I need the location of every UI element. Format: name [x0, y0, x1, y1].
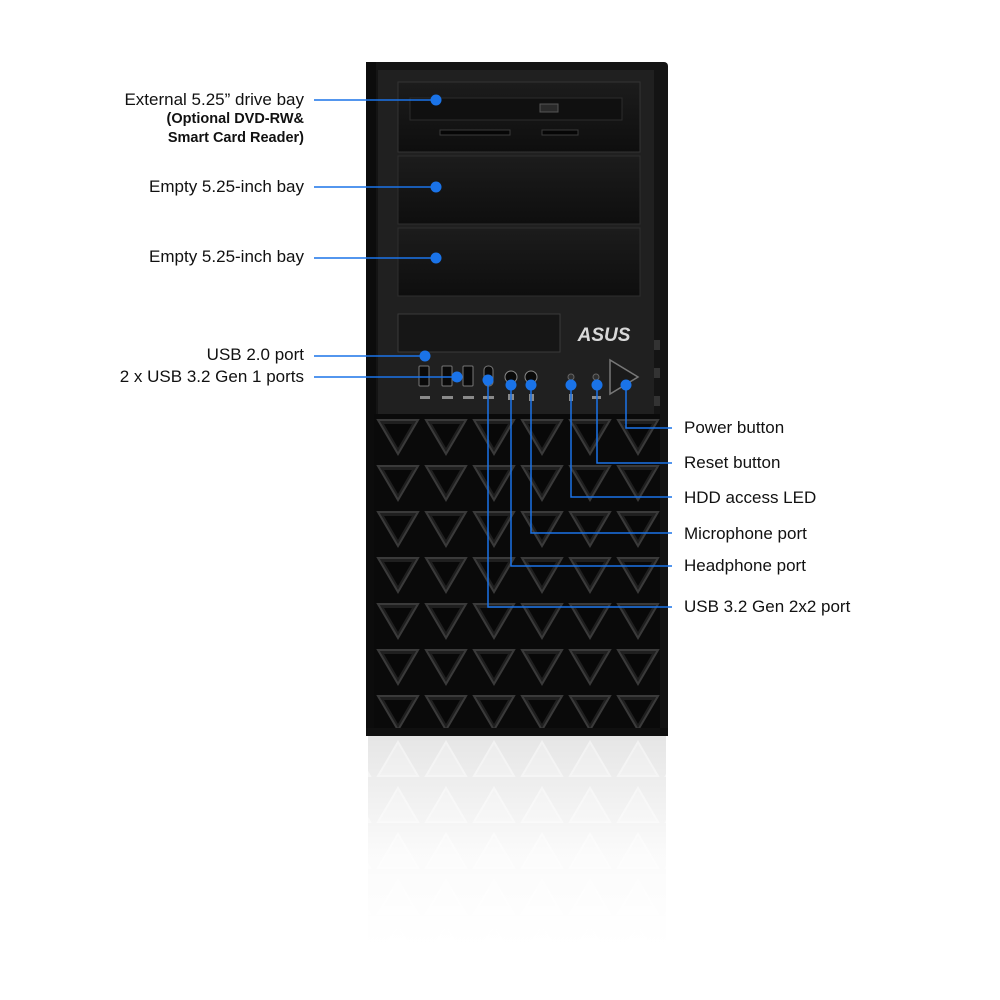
- callout-dot-power-button: [620, 379, 632, 391]
- callout-line-hdd-led: [570, 385, 672, 498]
- callout-dot-usb2: [419, 350, 431, 362]
- slim-bay: [397, 313, 561, 353]
- right-latch-1: [654, 340, 660, 350]
- usb-icon: [420, 396, 430, 399]
- usb-ss-icon-2: [463, 396, 474, 399]
- callout-dot-empty-bay-1: [430, 181, 442, 193]
- callout-dot-headphone-port: [505, 379, 517, 391]
- label-usb3-gen1: 2 x USB 3.2 Gen 1 ports: [119, 367, 304, 386]
- dvd-eject-button: [539, 103, 559, 113]
- smart-card-slot: [439, 129, 511, 136]
- reflection-fade: [360, 736, 672, 1000]
- label-empty-bay-2: Empty 5.25-inch bay: [149, 247, 304, 266]
- label-reset-button: Reset button: [684, 453, 781, 472]
- usb-3-port-1: [441, 365, 453, 387]
- callout-dot-usb3-gen1: [451, 371, 463, 383]
- callout-dot-usb-gen2x2: [482, 374, 494, 386]
- callout-lines: [314, 99, 672, 608]
- label-external-bay-note: (Optional DVD-RW& Smart Card Reader): [167, 110, 304, 148]
- right-latch-2: [654, 368, 660, 378]
- callout-dot-reset-button: [591, 379, 603, 391]
- label-usb-gen2x2: USB 3.2 Gen 2x2 port: [684, 597, 851, 616]
- hdd-led-indicator: [567, 373, 575, 381]
- usb-3-port-2: [462, 365, 474, 387]
- label-external-bay-line2: (Optional DVD-RW&: [166, 111, 304, 127]
- label-hdd-led: HDD access LED: [684, 488, 817, 507]
- card-reader-slot: [541, 129, 579, 136]
- callout-line-headphone-port: [510, 385, 672, 567]
- grille-bottom-border: [366, 728, 668, 736]
- callout-dots: [419, 94, 632, 391]
- usb-ss-icon: [442, 396, 453, 399]
- callout-dot-empty-bay-2: [430, 252, 442, 264]
- callout-dot-hdd-led: [565, 379, 577, 391]
- right-latch-3: [654, 396, 660, 406]
- label-empty-bay-1: Empty 5.25-inch bay: [149, 177, 304, 196]
- reset-button-hole: [592, 373, 600, 381]
- front-mesh-grille: [374, 414, 660, 730]
- callout-line-reset-button: [596, 385, 672, 464]
- brand-logo: ASUS: [577, 325, 631, 346]
- label-external-bay-line3: Smart Card Reader): [167, 130, 304, 146]
- callout-dot-microphone-port: [525, 379, 537, 391]
- label-microphone-port: Microphone port: [684, 524, 807, 543]
- usb-2-port: [418, 365, 430, 387]
- label-power-button: Power button: [684, 418, 785, 437]
- label-external-bay: External 5.25” drive bay: [124, 90, 304, 110]
- callout-line-microphone-port: [530, 385, 672, 534]
- label-usb2: USB 2.0 port: [206, 345, 304, 364]
- label-external-bay-line1: External 5.25” drive bay: [124, 90, 304, 109]
- dvd-tray: [409, 97, 623, 121]
- callout-line-usb-gen2x2: [487, 380, 672, 608]
- tower-side-edge: [366, 62, 376, 736]
- label-headphone-port: Headphone port: [684, 556, 806, 575]
- callout-line-power-button: [625, 385, 672, 429]
- callout-dot-external-bay: [430, 94, 442, 106]
